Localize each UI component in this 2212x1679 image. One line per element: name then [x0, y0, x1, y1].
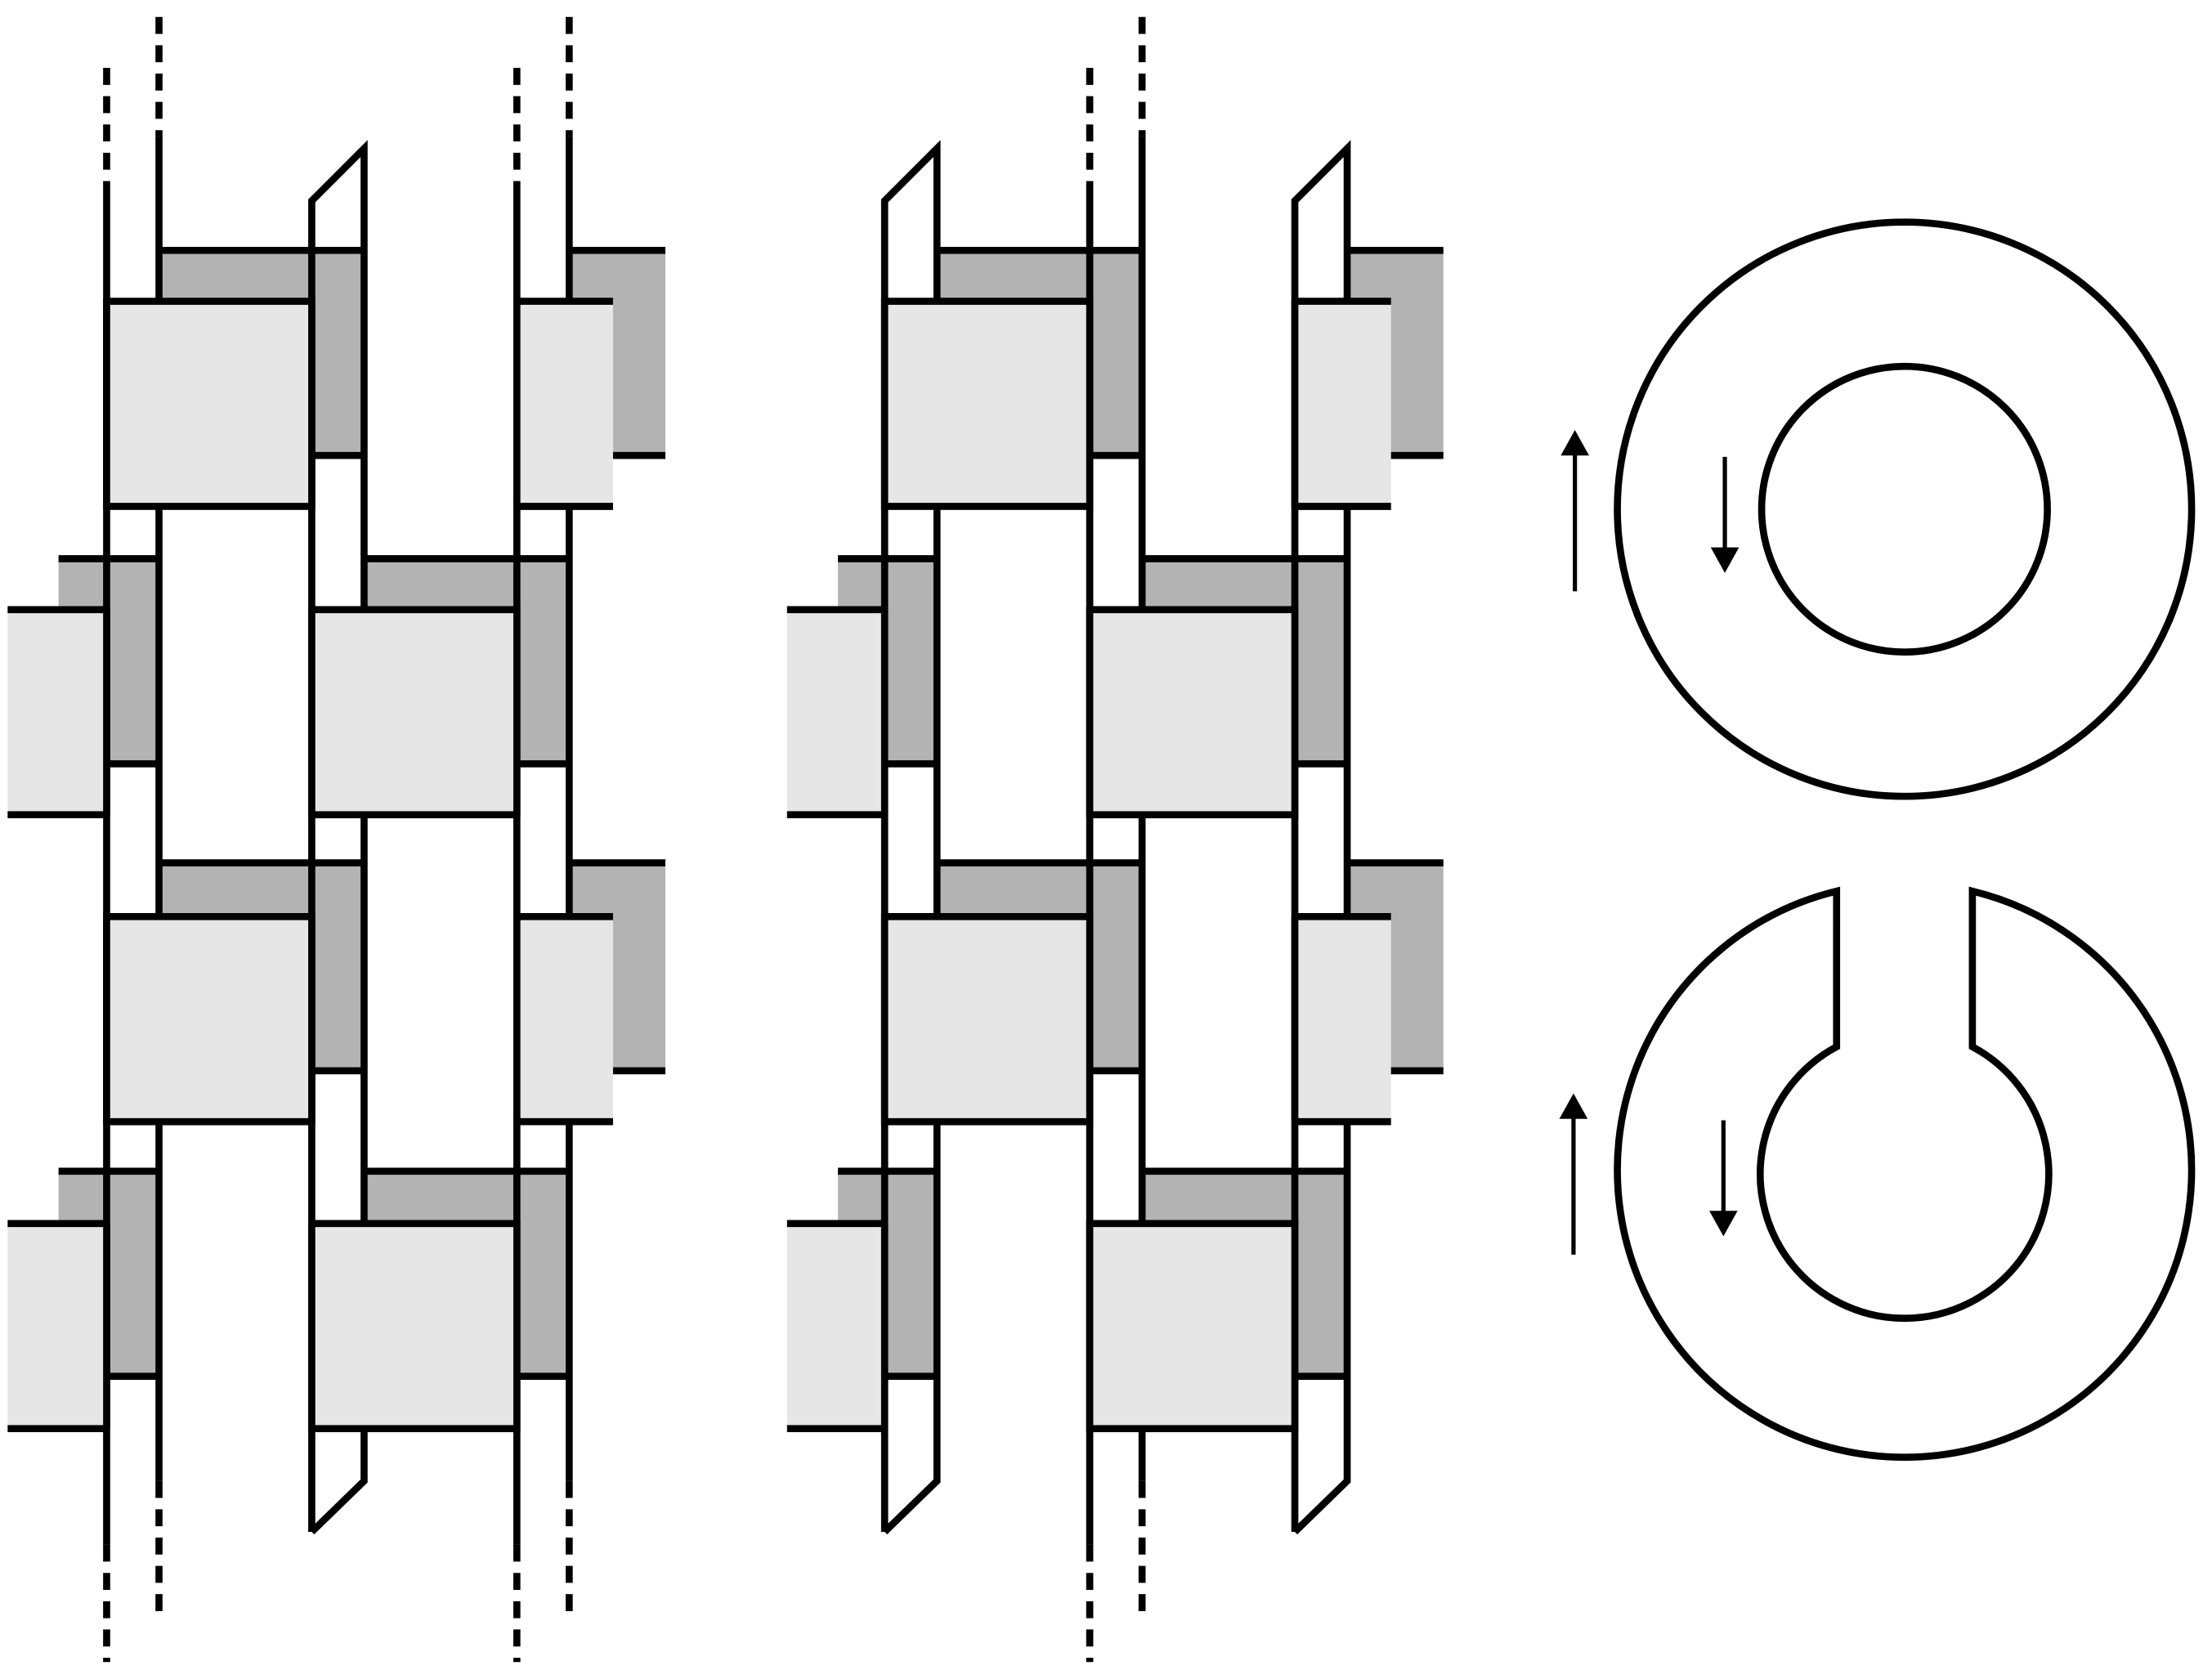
- left-lattice: [7, 16, 665, 1663]
- back-plate-edges: [58, 246, 665, 1381]
- middle-lattice: [786, 16, 1444, 1663]
- dashed-strip-ends: [1086, 16, 1146, 1663]
- front-plate-edges: [7, 298, 613, 1433]
- annulus: [1560, 218, 2196, 800]
- dashed-strip-ends: [103, 16, 573, 1663]
- slit-annulus: [1559, 886, 2196, 1461]
- annulus-outer-edge: [1614, 218, 2196, 800]
- front-plate-edges: [786, 298, 1391, 1433]
- up-arrow-icon: [1559, 1093, 1588, 1255]
- slit-annulus-outline: [1614, 886, 2196, 1461]
- front-plates: [7, 301, 613, 1429]
- front-plates: [786, 301, 1391, 1429]
- down-arrow-icon: [1710, 456, 1740, 573]
- up-arrow-icon: [1560, 430, 1589, 592]
- annulus-inner-edge: [1758, 362, 2051, 656]
- down-arrow-icon: [1709, 1120, 1738, 1237]
